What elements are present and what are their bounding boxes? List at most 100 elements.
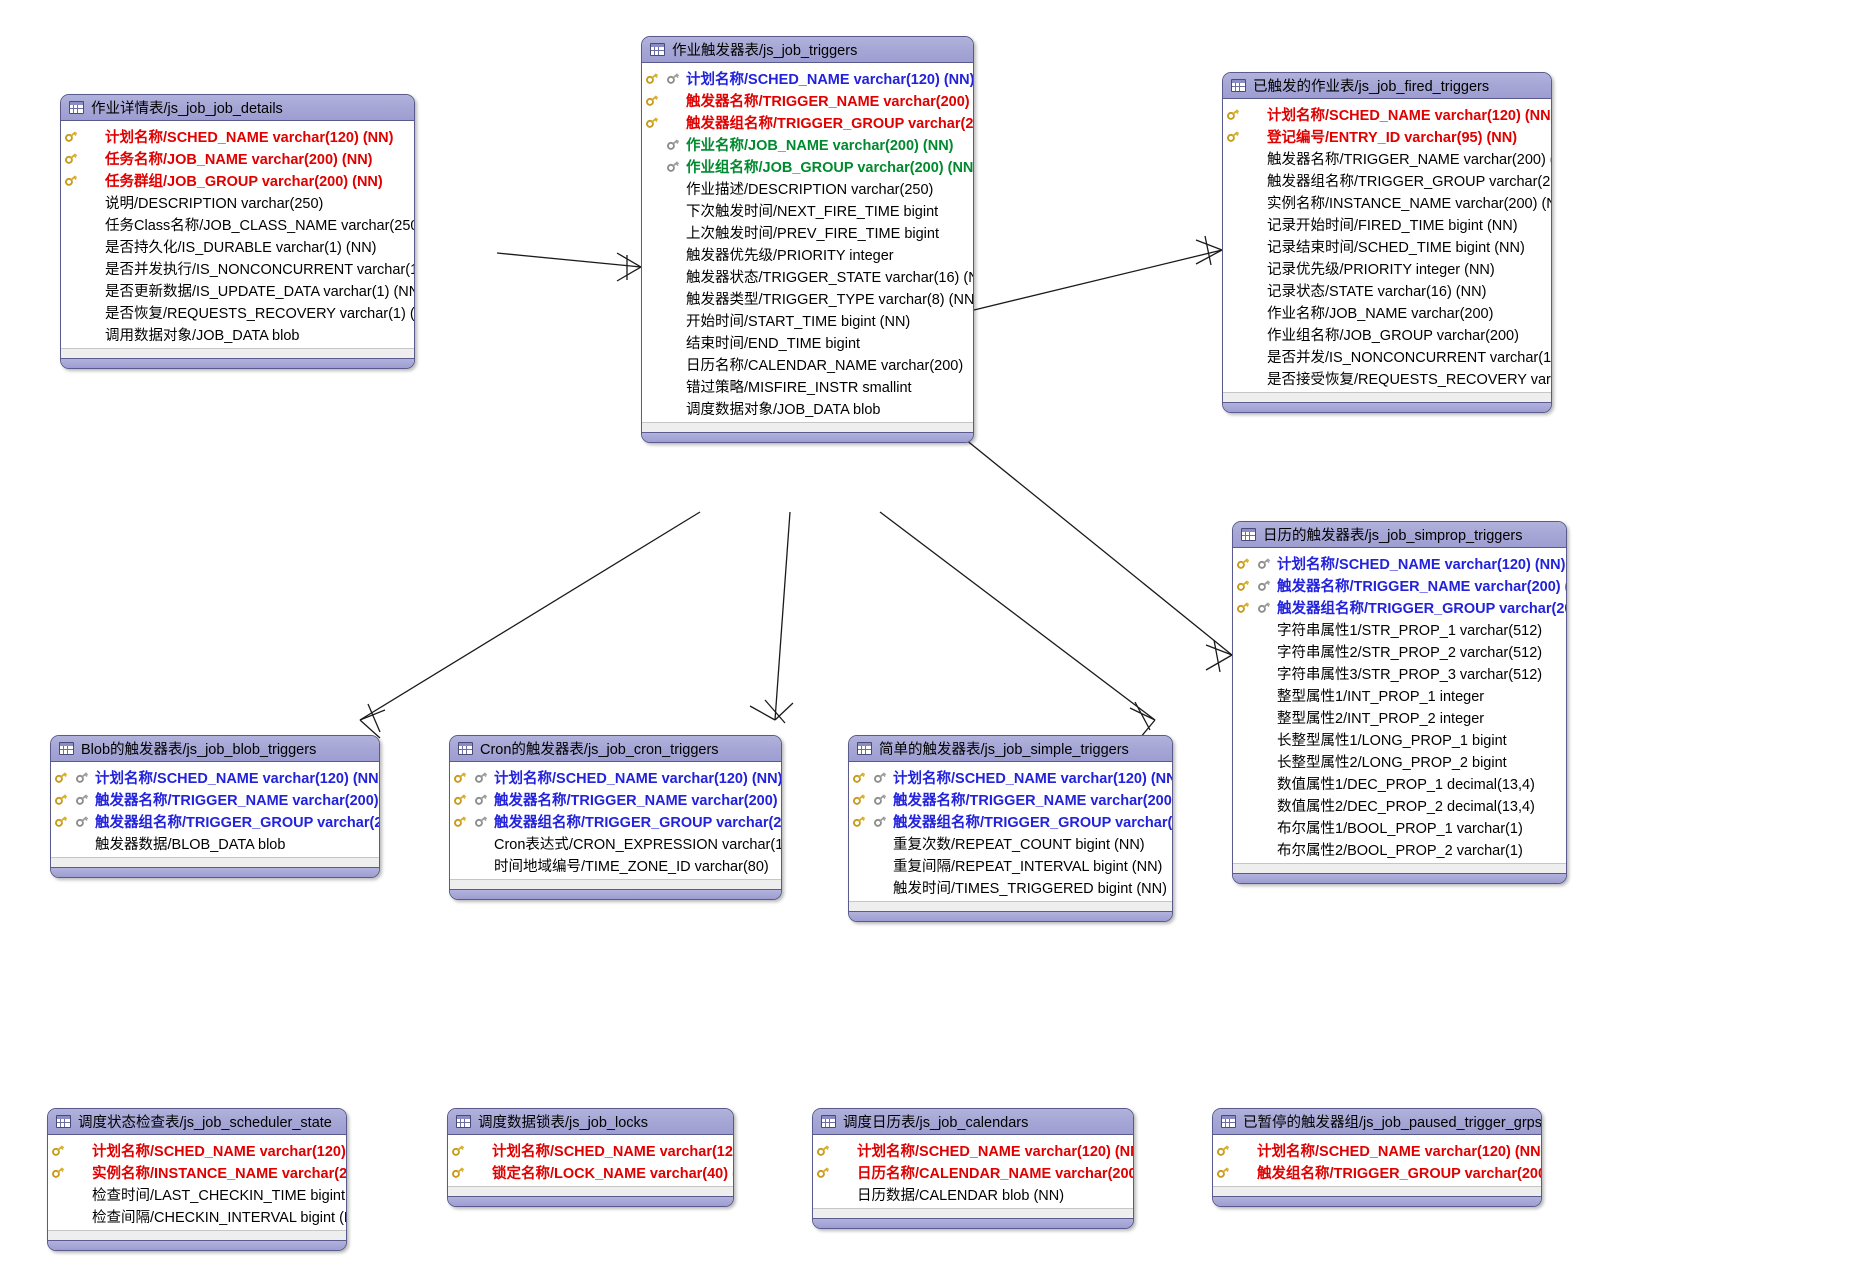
entity-header-cron_triggers[interactable]: Cron的触发器表/js_job_cron_triggers (450, 736, 781, 762)
attribute-row[interactable]: 布尔属性2/BOOL_PROP_2 varchar(1) (1233, 838, 1566, 860)
attribute-row[interactable]: 触发器类型/TRIGGER_TYPE varchar(8) (NN) (642, 287, 973, 309)
attribute-row[interactable]: 计划名称/SCHED_NAME varchar(120) (NN) (642, 67, 973, 89)
entity-paused_trigger_grps[interactable]: 已暂停的触发器组/js_job_paused_trigger_grps 计划名称/… (1212, 1108, 1542, 1207)
attribute-row[interactable]: 触发器名称/TRIGGER_NAME varchar(200) (NN) (450, 788, 781, 810)
attribute-row[interactable]: 字符串属性1/STR_PROP_1 varchar(512) (1233, 618, 1566, 640)
attribute-row[interactable]: 是否并发/IS_NONCONCURRENT varchar(1) (1223, 345, 1551, 367)
attribute-row[interactable]: 计划名称/SCHED_NAME varchar(120) (NN) (849, 766, 1172, 788)
attribute-row[interactable]: 计划名称/SCHED_NAME varchar(120) (NN) (1233, 552, 1566, 574)
attribute-row[interactable]: 整型属性2/INT_PROP_2 integer (1233, 706, 1566, 728)
attribute-row[interactable]: 计划名称/SCHED_NAME varchar(120) (NN) (61, 125, 414, 147)
entity-blob_triggers[interactable]: Blob的触发器表/js_job_blob_triggers 计划名称/SCHED… (50, 735, 380, 878)
attribute-row[interactable]: 检查时间/LAST_CHECKIN_TIME bigint (NN) (48, 1183, 346, 1205)
attribute-row[interactable]: 任务Class名称/JOB_CLASS_NAME varchar(250) (N… (61, 213, 414, 235)
attribute-row[interactable]: 触发器名称/TRIGGER_NAME varchar(200) (NN) (1233, 574, 1566, 596)
attribute-row[interactable]: 记录优先级/PRIORITY integer (NN) (1223, 257, 1551, 279)
entity-header-fired_triggers[interactable]: 已触发的作业表/js_job_fired_triggers (1223, 73, 1551, 99)
attribute-row[interactable]: 任务名称/JOB_NAME varchar(200) (NN) (61, 147, 414, 169)
entity-header-job_triggers[interactable]: 作业触发器表/js_job_triggers (642, 37, 973, 63)
attribute-row[interactable]: Cron表达式/CRON_EXPRESSION varchar(120) (NN… (450, 832, 781, 854)
attribute-row[interactable]: 时间地域编号/TIME_ZONE_ID varchar(80) (450, 854, 781, 876)
entity-header-calendars[interactable]: 调度日历表/js_job_calendars (813, 1109, 1133, 1135)
entity-job_details[interactable]: 作业详情表/js_job_job_details 计划名称/SCHED_NAME … (60, 94, 415, 369)
attribute-row[interactable]: 日历名称/CALENDAR_NAME varchar(200) (642, 353, 973, 375)
attribute-row[interactable]: 数值属性2/DEC_PROP_2 decimal(13,4) (1233, 794, 1566, 816)
attribute-row[interactable]: 作业组名称/JOB_GROUP varchar(200) (NN) (642, 155, 973, 177)
entity-header-job_details[interactable]: 作业详情表/js_job_job_details (61, 95, 414, 121)
attribute-row[interactable]: 作业名称/JOB_NAME varchar(200) (NN) (642, 133, 973, 155)
entity-header-locks[interactable]: 调度数据锁表/js_job_locks (448, 1109, 733, 1135)
attribute-row[interactable]: 计划名称/SCHED_NAME varchar(120) (NN) (1213, 1139, 1541, 1161)
attribute-row[interactable]: 触发器名称/TRIGGER_NAME varchar(200) (NN) (849, 788, 1172, 810)
attribute-row[interactable]: 计划名称/SCHED_NAME varchar(120) (NN) (448, 1139, 733, 1161)
entity-simple_triggers[interactable]: 简单的触发器表/js_job_simple_triggers 计划名称/SCHED… (848, 735, 1173, 922)
entity-fired_triggers[interactable]: 已触发的作业表/js_job_fired_triggers 计划名称/SCHED_… (1222, 72, 1552, 413)
attribute-row[interactable]: 计划名称/SCHED_NAME varchar(120) (NN) (48, 1139, 346, 1161)
attribute-row[interactable]: 触发器状态/TRIGGER_STATE varchar(16) (NN) (642, 265, 973, 287)
attribute-row[interactable]: 记录结束时间/SCHED_TIME bigint (NN) (1223, 235, 1551, 257)
attribute-row[interactable]: 日历数据/CALENDAR blob (NN) (813, 1183, 1133, 1205)
attribute-row[interactable]: 登记编号/ENTRY_ID varchar(95) (NN) (1223, 125, 1551, 147)
attribute-row[interactable]: 实例名称/INSTANCE_NAME varchar(200) (NN) (1223, 191, 1551, 213)
attribute-row[interactable]: 触发器组名称/TRIGGER_GROUP varchar(200) (NN) (51, 810, 379, 832)
attribute-row[interactable]: 重复间隔/REPEAT_INTERVAL bigint (NN) (849, 854, 1172, 876)
entity-job_triggers[interactable]: 作业触发器表/js_job_triggers 计划名称/SCHED_NAME va… (641, 36, 974, 443)
entity-locks[interactable]: 调度数据锁表/js_job_locks 计划名称/SCHED_NAME varch… (447, 1108, 734, 1207)
entity-scheduler_state[interactable]: 调度状态检查表/js_job_scheduler_state 计划名称/SCHED… (47, 1108, 347, 1251)
attribute-row[interactable]: 计划名称/SCHED_NAME varchar(120) (NN) (450, 766, 781, 788)
attribute-row[interactable]: 是否持久化/IS_DURABLE varchar(1) (NN) (61, 235, 414, 257)
attribute-row[interactable]: 字符串属性2/STR_PROP_2 varchar(512) (1233, 640, 1566, 662)
attribute-row[interactable]: 是否接受恢复/REQUESTS_RECOVERY varchar(1) (1223, 367, 1551, 389)
attribute-row[interactable]: 长整型属性1/LONG_PROP_1 bigint (1233, 728, 1566, 750)
attribute-row[interactable]: 记录状态/STATE varchar(16) (NN) (1223, 279, 1551, 301)
attribute-row[interactable]: 错过策略/MISFIRE_INSTR smallint (642, 375, 973, 397)
attribute-row[interactable]: 调用数据对象/JOB_DATA blob (61, 323, 414, 345)
attribute-row[interactable]: 说明/DESCRIPTION varchar(250) (61, 191, 414, 213)
entity-cron_triggers[interactable]: Cron的触发器表/js_job_cron_triggers 计划名称/SCHED… (449, 735, 782, 900)
attribute-row[interactable]: 触发器组名称/TRIGGER_GROUP varchar(200) (NN) (642, 111, 973, 133)
attribute-row[interactable]: 记录开始时间/FIRED_TIME bigint (NN) (1223, 213, 1551, 235)
entity-header-simple_triggers[interactable]: 简单的触发器表/js_job_simple_triggers (849, 736, 1172, 762)
attribute-row[interactable]: 任务群组/JOB_GROUP varchar(200) (NN) (61, 169, 414, 191)
attribute-row[interactable]: 下次触发时间/NEXT_FIRE_TIME bigint (642, 199, 973, 221)
entity-header-scheduler_state[interactable]: 调度状态检查表/js_job_scheduler_state (48, 1109, 346, 1135)
attribute-row[interactable]: 长整型属性2/LONG_PROP_2 bigint (1233, 750, 1566, 772)
entity-header-paused_trigger_grps[interactable]: 已暂停的触发器组/js_job_paused_trigger_grps (1213, 1109, 1541, 1135)
attribute-row[interactable]: 触发器数据/BLOB_DATA blob (51, 832, 379, 854)
attribute-row[interactable]: 是否更新数据/IS_UPDATE_DATA varchar(1) (NN) (61, 279, 414, 301)
attribute-row[interactable]: 数值属性1/DEC_PROP_1 decimal(13,4) (1233, 772, 1566, 794)
attribute-row[interactable]: 触发组名称/TRIGGER_GROUP varchar(200) (NN) (1213, 1161, 1541, 1183)
entity-header-simprop_triggers[interactable]: 日历的触发器表/js_job_simprop_triggers (1233, 522, 1566, 548)
attribute-row[interactable]: 日历名称/CALENDAR_NAME varchar(200) (NN) (813, 1161, 1133, 1183)
attribute-row[interactable]: 调度数据对象/JOB_DATA blob (642, 397, 973, 419)
attribute-row[interactable]: 触发器名称/TRIGGER_NAME varchar(200) (NN) (51, 788, 379, 810)
entity-simprop_triggers[interactable]: 日历的触发器表/js_job_simprop_triggers 计划名称/SCHE… (1232, 521, 1567, 884)
attribute-row[interactable]: 触发时间/TIMES_TRIGGERED bigint (NN) (849, 876, 1172, 898)
attribute-row[interactable]: 触发器优先级/PRIORITY integer (642, 243, 973, 265)
attribute-row[interactable]: 整型属性1/INT_PROP_1 integer (1233, 684, 1566, 706)
attribute-row[interactable]: 计划名称/SCHED_NAME varchar(120) (NN) (51, 766, 379, 788)
attribute-row[interactable]: 作业名称/JOB_NAME varchar(200) (1223, 301, 1551, 323)
attribute-row[interactable]: 是否并发执行/IS_NONCONCURRENT varchar(1) (NN) (61, 257, 414, 279)
attribute-row[interactable]: 作业描述/DESCRIPTION varchar(250) (642, 177, 973, 199)
attribute-row[interactable]: 触发器组名称/TRIGGER_GROUP varchar(200) (NN) (450, 810, 781, 832)
attribute-row[interactable]: 字符串属性3/STR_PROP_3 varchar(512) (1233, 662, 1566, 684)
attribute-row[interactable]: 开始时间/START_TIME bigint (NN) (642, 309, 973, 331)
attribute-row[interactable]: 作业组名称/JOB_GROUP varchar(200) (1223, 323, 1551, 345)
entity-header-blob_triggers[interactable]: Blob的触发器表/js_job_blob_triggers (51, 736, 379, 762)
attribute-row[interactable]: 结束时间/END_TIME bigint (642, 331, 973, 353)
attribute-row[interactable]: 触发器组名称/TRIGGER_GROUP varchar(200) (NN) (1233, 596, 1566, 618)
attribute-row[interactable]: 布尔属性1/BOOL_PROP_1 varchar(1) (1233, 816, 1566, 838)
attribute-row[interactable]: 上次触发时间/PREV_FIRE_TIME bigint (642, 221, 973, 243)
attribute-row[interactable]: 触发器组名称/TRIGGER_GROUP varchar(200) (NN) (1223, 169, 1551, 191)
entity-calendars[interactable]: 调度日历表/js_job_calendars 计划名称/SCHED_NAME va… (812, 1108, 1134, 1229)
attribute-row[interactable]: 是否恢复/REQUESTS_RECOVERY varchar(1) (NN) (61, 301, 414, 323)
attribute-row[interactable]: 实例名称/INSTANCE_NAME varchar(200) (NN) (48, 1161, 346, 1183)
attribute-row[interactable]: 触发器组名称/TRIGGER_GROUP varchar(200) (NN) (849, 810, 1172, 832)
attribute-row[interactable]: 计划名称/SCHED_NAME varchar(120) (NN) (813, 1139, 1133, 1161)
attribute-row[interactable]: 计划名称/SCHED_NAME varchar(120) (NN) (1223, 103, 1551, 125)
attribute-row[interactable]: 锁定名称/LOCK_NAME varchar(40) (NN) (448, 1161, 733, 1183)
attribute-row[interactable]: 触发器名称/TRIGGER_NAME varchar(200) (NN) (1223, 147, 1551, 169)
attribute-row[interactable]: 检查间隔/CHECKIN_INTERVAL bigint (NN) (48, 1205, 346, 1227)
attribute-row[interactable]: 触发器名称/TRIGGER_NAME varchar(200) (NN) (642, 89, 973, 111)
